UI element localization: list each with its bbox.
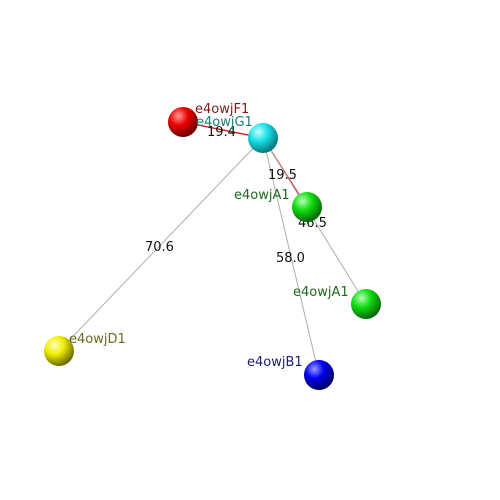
node-g1-sphere[interactable]: [248, 123, 278, 153]
node-a1-sphere[interactable]: [292, 192, 322, 222]
edge-g1-b1: [262, 137, 320, 376]
node-b1-sphere[interactable]: [304, 360, 334, 390]
node-label-a1-second: e4owjA1: [293, 285, 349, 300]
node-f1-sphere[interactable]: [168, 107, 198, 137]
edge-label-g1-d1: 70.6: [145, 240, 174, 255]
edge-g1-d1: [58, 137, 264, 352]
node-label-g1: e4owjG1: [196, 115, 253, 130]
edge-g1-a1-second: [262, 137, 367, 305]
node-label-d1: e4owjD1: [69, 332, 126, 347]
node-label-a1: e4owjA1: [234, 188, 290, 203]
node-d1-sphere[interactable]: [44, 336, 74, 366]
edge-label-g1-a1: 19.5: [268, 168, 297, 183]
node-label-f1: e4owjF1: [195, 102, 249, 117]
edge-label-f1-g1: 19.4: [207, 125, 236, 140]
edge-label-g1-b1: 58.0: [276, 251, 305, 266]
node-a1-second-sphere[interactable]: [351, 289, 381, 319]
node-label-b1: e4owjB1: [247, 355, 303, 370]
